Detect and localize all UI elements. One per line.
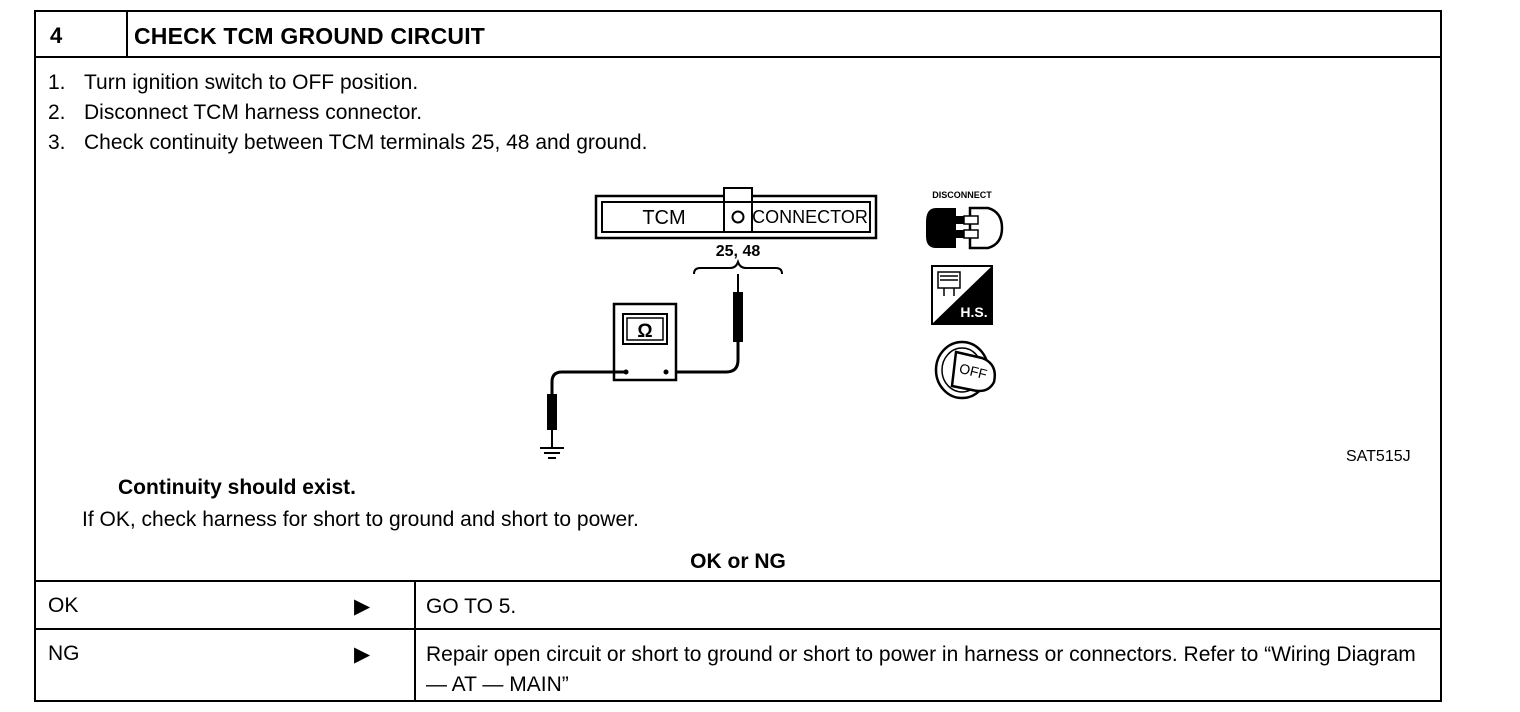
diagnostic-step-table: 4 CHECK TCM GROUND CIRCUIT 1.Turn igniti… — [34, 10, 1442, 702]
tcm-label: TCM — [642, 207, 685, 229]
decision-action: GO TO 5. — [426, 595, 517, 618]
decision-action: Repair open circuit or short to ground o… — [426, 643, 1416, 696]
positive-probe — [626, 274, 743, 374]
result-note: If OK, check harness for short to ground… — [82, 508, 639, 531]
decision-row-ng: NG ▶ Repair open circuit or short to gro… — [36, 628, 1440, 702]
ohmmeter-icon: Ω — [612, 302, 678, 382]
procedure-list: 1.Turn ignition switch to OFF position. … — [48, 68, 647, 158]
procedure-step-1: 1.Turn ignition switch to OFF position. — [48, 71, 419, 94]
connector-label: CONNECTOR — [752, 207, 868, 227]
ground-probe — [547, 370, 626, 448]
procedure-step-2: 2.Disconnect TCM harness connector. — [48, 101, 423, 124]
ohm-symbol: Ω — [637, 321, 652, 342]
decision-label: OK — [48, 594, 79, 617]
ignition-off-key-icon: OFF — [934, 340, 996, 400]
hs-label: H.S. — [960, 304, 987, 320]
harness-side-icon: H.S. — [931, 265, 993, 325]
procedure-step-3: 3.Check continuity between TCM terminals… — [48, 131, 648, 154]
step-header: 4 CHECK TCM GROUND CIRCUIT — [36, 12, 1440, 58]
arrow-right-icon: ▶ — [354, 595, 371, 618]
disconnect-connector-icon — [926, 206, 1004, 250]
step-number: 4 — [50, 23, 63, 48]
figure-reference-code: SAT515J — [1346, 448, 1411, 465]
connector-lock-icon — [731, 210, 745, 224]
terminal-brace — [693, 258, 783, 275]
column-divider — [414, 582, 416, 628]
decision-row-ok: OK ▶ GO TO 5. — [36, 580, 1440, 628]
header-divider — [126, 12, 128, 56]
decision-heading: OK or NG — [690, 550, 786, 573]
ground-symbol-icon — [540, 447, 564, 459]
disconnect-label: DISCONNECT — [932, 190, 992, 200]
decision-label: NG — [48, 642, 80, 665]
column-divider — [414, 630, 416, 702]
off-label: OFF — [958, 360, 989, 382]
expected-result: Continuity should exist. — [118, 476, 357, 499]
arrow-right-icon: ▶ — [354, 643, 371, 666]
continuity-check-diagram: TCM CONNECTOR 25, 48 Ω — [540, 187, 1004, 459]
terminals-label: 25, 48 — [716, 243, 761, 260]
step-title: CHECK TCM GROUND CIRCUIT — [134, 23, 486, 49]
tcm-connector: TCM CONNECTOR — [594, 187, 878, 240]
